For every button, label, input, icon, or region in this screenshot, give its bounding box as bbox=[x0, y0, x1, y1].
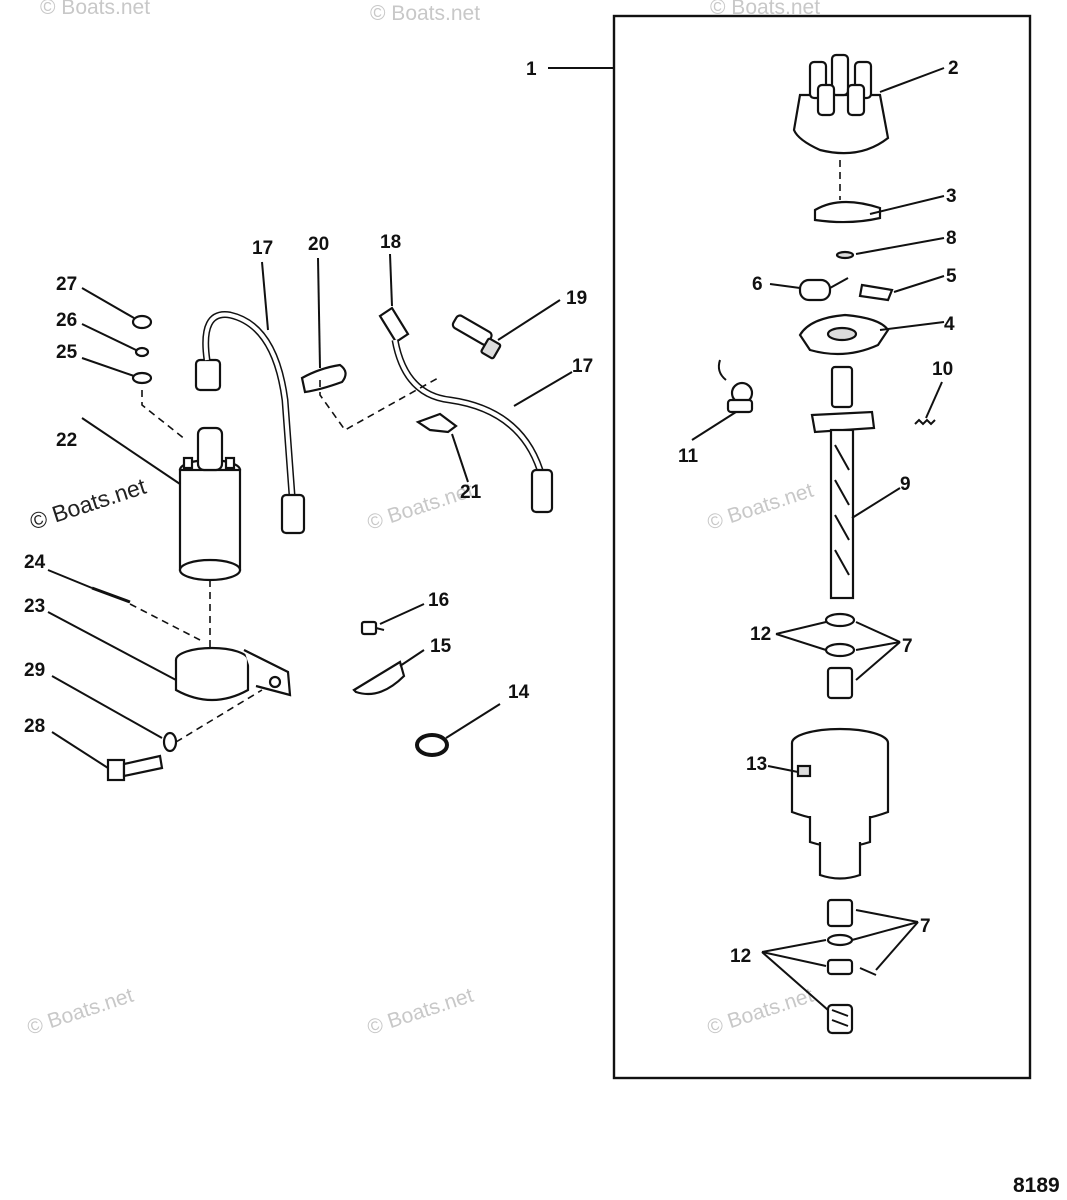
watermark: © Boats.net bbox=[24, 984, 136, 1040]
callout-10: 10 bbox=[932, 359, 953, 380]
callout-12b: 12 bbox=[730, 946, 751, 967]
callout-22: 22 bbox=[56, 430, 77, 451]
callout-3: 3 bbox=[946, 186, 957, 207]
bushing bbox=[826, 666, 854, 700]
callout-17b: 17 bbox=[572, 356, 593, 377]
callout-24: 24 bbox=[24, 552, 46, 573]
watermark: © Boats.net bbox=[370, 2, 480, 25]
nut bbox=[131, 314, 153, 330]
callout-21: 21 bbox=[460, 482, 482, 503]
washer bbox=[826, 933, 854, 947]
alignment-lines bbox=[129, 160, 841, 743]
callout-18: 18 bbox=[380, 232, 401, 253]
watermark: © Boats.net bbox=[710, 0, 820, 19]
callout-8: 8 bbox=[946, 228, 957, 249]
distributor-assembly-box bbox=[612, 14, 1032, 1080]
callout-25: 25 bbox=[56, 342, 78, 363]
distributor-housing bbox=[790, 727, 890, 880]
coil-bracket bbox=[174, 646, 292, 701]
retaining-pin bbox=[859, 967, 877, 976]
callout-28: 28 bbox=[24, 716, 45, 737]
callout-23: 23 bbox=[24, 596, 45, 617]
callout-6: 6 bbox=[752, 274, 763, 295]
condenser bbox=[798, 277, 849, 302]
callout-leaders bbox=[47, 67, 945, 1011]
bolt bbox=[106, 754, 164, 782]
watermark: © Boats.net bbox=[704, 984, 816, 1040]
vacuum-advance-unit bbox=[717, 359, 754, 414]
callout-7b: 7 bbox=[920, 916, 931, 937]
gear-spacer bbox=[826, 958, 854, 976]
watermark-layer: © Boats.net © Boats.net © Boats.net © Bo… bbox=[24, 0, 820, 1040]
callout-13: 13 bbox=[746, 754, 767, 775]
washer bbox=[162, 731, 178, 753]
plate-hole bbox=[826, 326, 858, 342]
callout-20: 20 bbox=[308, 234, 329, 255]
ignition-coil bbox=[178, 426, 242, 582]
figure-number: 8189 bbox=[1013, 1174, 1060, 1197]
distributor-cap bbox=[792, 53, 890, 155]
callout-1: 1 bbox=[526, 59, 537, 80]
callout-4: 4 bbox=[944, 314, 955, 335]
callout-29: 29 bbox=[24, 660, 45, 681]
spark-plug-lead bbox=[378, 306, 554, 514]
watermark: © Boats.net bbox=[364, 984, 476, 1040]
spring bbox=[914, 418, 936, 426]
o-ring bbox=[415, 733, 449, 757]
callout-11: 11 bbox=[678, 446, 699, 467]
screw bbox=[91, 586, 131, 604]
callout-16: 16 bbox=[428, 590, 449, 611]
bushing bbox=[826, 898, 854, 928]
washer bbox=[835, 250, 855, 260]
washer bbox=[824, 612, 856, 628]
watermark: © Boats.net bbox=[704, 479, 816, 535]
hold-down-clamp bbox=[352, 660, 406, 696]
connector bbox=[415, 412, 458, 434]
contact-points bbox=[858, 283, 894, 302]
callout-27: 27 bbox=[56, 274, 77, 295]
callout-5: 5 bbox=[946, 266, 957, 287]
callout-14: 14 bbox=[508, 682, 530, 703]
callout-17: 17 bbox=[252, 238, 273, 259]
callout-labels: 1 2 3 4 5 6 7 7 8 9 10 11 12 12 13 14 15… bbox=[24, 58, 959, 967]
callout-19: 19 bbox=[566, 288, 587, 309]
screw bbox=[360, 620, 385, 636]
callout-9: 9 bbox=[900, 474, 911, 495]
watermark: © Boats.net bbox=[40, 0, 150, 19]
callout-12: 12 bbox=[750, 624, 771, 645]
callout-15: 15 bbox=[430, 636, 452, 657]
watermark-dark: © Boats.net bbox=[27, 473, 150, 535]
distributor-shaft bbox=[810, 365, 876, 600]
spark-plug bbox=[451, 314, 502, 360]
drive-gear bbox=[826, 1003, 854, 1035]
rotor bbox=[813, 200, 882, 224]
washer bbox=[824, 642, 856, 658]
wire-clip bbox=[300, 363, 347, 394]
callout-2: 2 bbox=[948, 58, 959, 79]
callout-7: 7 bbox=[902, 636, 913, 657]
callout-26: 26 bbox=[56, 310, 77, 331]
high-tension-lead bbox=[194, 311, 306, 535]
lockwasher bbox=[134, 346, 150, 358]
washer bbox=[131, 371, 153, 385]
